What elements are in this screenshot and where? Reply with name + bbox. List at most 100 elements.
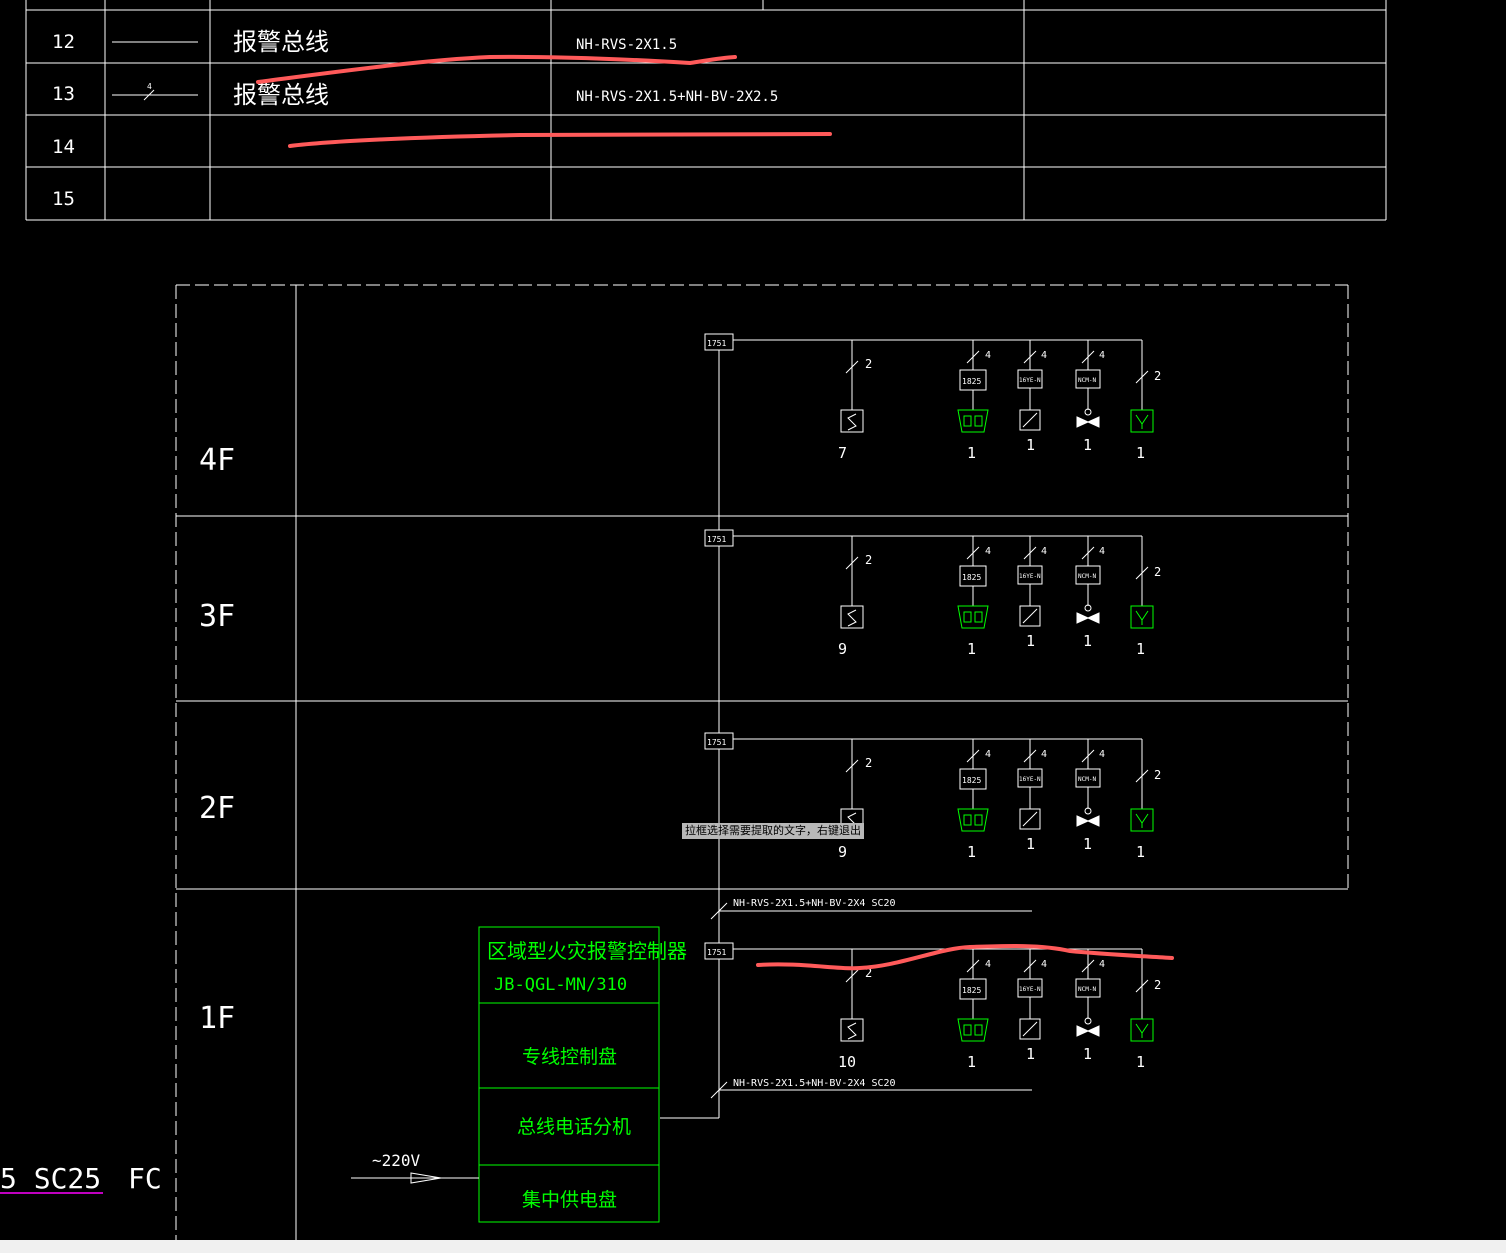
- wire-count: 4: [147, 82, 152, 91]
- manual-alarm-button-icon[interactable]: [957, 409, 989, 433]
- input-module-box[interactable]: [704, 333, 734, 351]
- hydrant-module-label: 16YE-N: [1019, 986, 1041, 993]
- cursor-tooltip: 拉框选择需要提取的文字，右键退出: [682, 823, 864, 839]
- valve-icon[interactable]: [1076, 815, 1100, 827]
- module-label: 1751: [707, 738, 726, 747]
- detector-count: 9: [838, 843, 847, 861]
- valve-module-box[interactable]: [1075, 768, 1101, 788]
- hydrant-module-box[interactable]: [1017, 978, 1043, 998]
- valve-module-label: NCM-N: [1078, 377, 1096, 384]
- hydrant-count: 1: [1026, 1045, 1035, 1063]
- panel-central-power: 集中供电盘: [522, 1189, 617, 1211]
- hydrant-module-label: 16YE-N: [1019, 377, 1041, 384]
- bottom-status-strip: [0, 1240, 1506, 1253]
- valve-count: 1: [1083, 436, 1092, 454]
- input-module-box[interactable]: [704, 732, 734, 750]
- panel-bus-telephone: 总线电话分机: [517, 1116, 631, 1138]
- floor-label-2f: 2F: [199, 791, 235, 826]
- valve-module-label: NCM-N: [1078, 986, 1096, 993]
- legend-table: [25, 0, 1387, 221]
- valve-module-box[interactable]: [1075, 369, 1101, 389]
- input-module-box[interactable]: [704, 942, 734, 960]
- manual-alarm-button-icon[interactable]: [957, 808, 989, 832]
- slashed-line-symbol: [112, 89, 198, 101]
- valve-icon[interactable]: [1076, 612, 1100, 624]
- power-voltage-label: ~220V: [372, 1151, 421, 1170]
- module-1825-box[interactable]: [959, 369, 987, 391]
- markup-stroke-1f: [756, 943, 1174, 971]
- input-module-box[interactable]: [704, 529, 734, 547]
- wire-count-label: 4: [1041, 959, 1047, 970]
- fire-alarm-controller[interactable]: [478, 926, 660, 1223]
- wire-count-label: 4: [985, 749, 991, 760]
- legend-row-12: 12 报警总线 NH-RVS-2X1.5: [52, 28, 677, 56]
- module-label: 1751: [707, 948, 726, 957]
- manual-alarm-button-icon[interactable]: [957, 605, 989, 629]
- hydrant-count: 1: [1026, 436, 1035, 454]
- wire-count-label: 2: [865, 756, 872, 770]
- module-1825-box[interactable]: [959, 768, 987, 790]
- detector-count: 9: [838, 640, 847, 658]
- manual-alarm-count: 1: [967, 640, 976, 658]
- cable-line-top: [710, 902, 1032, 920]
- wire-count-label: 2: [1154, 369, 1161, 383]
- valve-icon[interactable]: [1076, 1025, 1100, 1037]
- wire-count-label: 4: [1099, 546, 1105, 557]
- hydrant-module-box[interactable]: [1017, 369, 1043, 389]
- module-1825-box[interactable]: [959, 565, 987, 587]
- valve-icon[interactable]: [1076, 416, 1100, 428]
- hydrant-module-label: 16YE-N: [1019, 573, 1041, 580]
- cable-line-bottom: [710, 1081, 1032, 1099]
- module-label: 1751: [707, 339, 726, 348]
- power-input-arrow: [351, 1172, 479, 1184]
- wire-count-label: 2: [1154, 768, 1161, 782]
- manual-alarm-count: 1: [967, 1053, 976, 1071]
- module-1825-label: 1825: [962, 776, 981, 785]
- wire-tick: [845, 360, 859, 374]
- wire-count-label: 2: [1154, 565, 1161, 579]
- controller-model: JB-QGL-MN/310: [494, 975, 627, 995]
- hydrant-module-box[interactable]: [1017, 768, 1043, 788]
- manual-alarm-button-icon[interactable]: [957, 1018, 989, 1042]
- row-spec: NH-RVS-2X1.5: [576, 37, 677, 53]
- wire-count-label: 4: [1099, 749, 1105, 760]
- detector-count: 10: [838, 1053, 856, 1071]
- valve-count: 1: [1083, 632, 1092, 650]
- wire-count-label: 2: [1154, 978, 1161, 992]
- module-1825-label: 1825: [962, 377, 981, 386]
- wire-count-label: 2: [865, 357, 872, 371]
- module-1825-box[interactable]: [959, 978, 987, 1000]
- hydrant-count: 1: [1026, 632, 1035, 650]
- row-number: 12: [52, 31, 75, 53]
- row-number-15: 15: [52, 188, 75, 210]
- manual-alarm-count: 1: [967, 843, 976, 861]
- smoke-detector-icon[interactable]: [840, 1018, 864, 1042]
- wire-count-label: 4: [1041, 749, 1047, 760]
- row-spec: NH-RVS-2X1.5+NH-BV-2X2.5: [576, 89, 778, 105]
- alarm-count: 1: [1136, 1053, 1145, 1071]
- legend-row-13: 13 4 报警总线 NH-RVS-2X1.5+NH-BV-2X2.5: [52, 81, 778, 109]
- valve-module-box[interactable]: [1075, 978, 1101, 998]
- hydrant-module-box[interactable]: [1017, 565, 1043, 585]
- wire-count-label: 2: [865, 966, 872, 980]
- valve-module-label: NCM-N: [1078, 776, 1096, 783]
- alarm-count: 1: [1136, 640, 1145, 658]
- wire-count-label: 4: [1041, 350, 1047, 361]
- module-1825-label: 1825: [962, 986, 981, 995]
- wire-count-label: 4: [985, 350, 991, 361]
- module-1825-label: 1825: [962, 573, 981, 582]
- smoke-detector-icon[interactable]: [840, 605, 864, 629]
- wire-count-label: 4: [1041, 546, 1047, 557]
- wire-tick: [845, 969, 859, 983]
- smoke-detector-icon[interactable]: [840, 409, 864, 433]
- left-edge-fc-text: FC: [128, 1162, 162, 1195]
- valve-count: 1: [1083, 1045, 1092, 1063]
- valve-module-box[interactable]: [1075, 565, 1101, 585]
- wire-count-label: 4: [985, 546, 991, 557]
- cable-spec-label-bottom: NH-RVS-2X1.5+NH-BV-2X4 SC20: [733, 1078, 896, 1089]
- wire-tick: [845, 556, 859, 570]
